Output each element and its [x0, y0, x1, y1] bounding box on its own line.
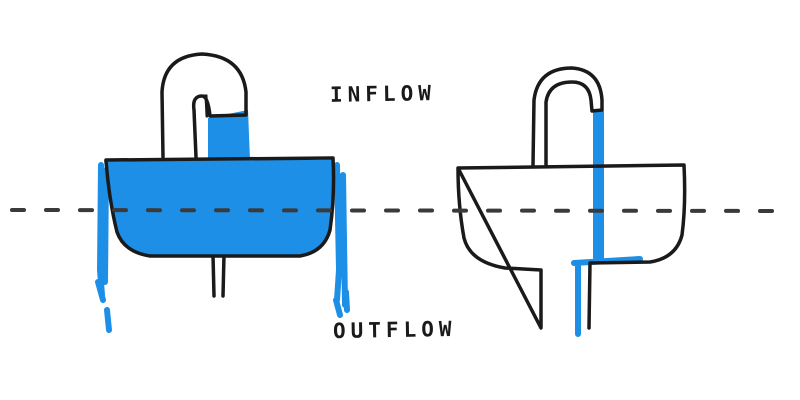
draining-sink-icon: [456, 66, 687, 337]
water-level-dashed-line: [10, 208, 790, 213]
left-faucet: [160, 52, 248, 159]
left-faucet-stream: [208, 110, 250, 160]
right-basin-water: [571, 256, 643, 337]
right-faucet: [531, 66, 604, 167]
outflow-label: OUTFLOW: [332, 316, 457, 344]
right-basin-outline: [456, 163, 687, 330]
left-basin-outline: [104, 156, 336, 258]
right-overflow-stream: [333, 162, 350, 318]
inflow-label: INFLOW: [329, 81, 437, 107]
left-drain-pipe: [211, 253, 226, 298]
left-basin-water: [104, 160, 334, 256]
right-faucet-stream: [593, 109, 604, 261]
left-faucet-inner-lip: [200, 94, 209, 118]
left-overflow-stream: [95, 162, 112, 333]
overflowing-sink-icon: [95, 52, 350, 333]
